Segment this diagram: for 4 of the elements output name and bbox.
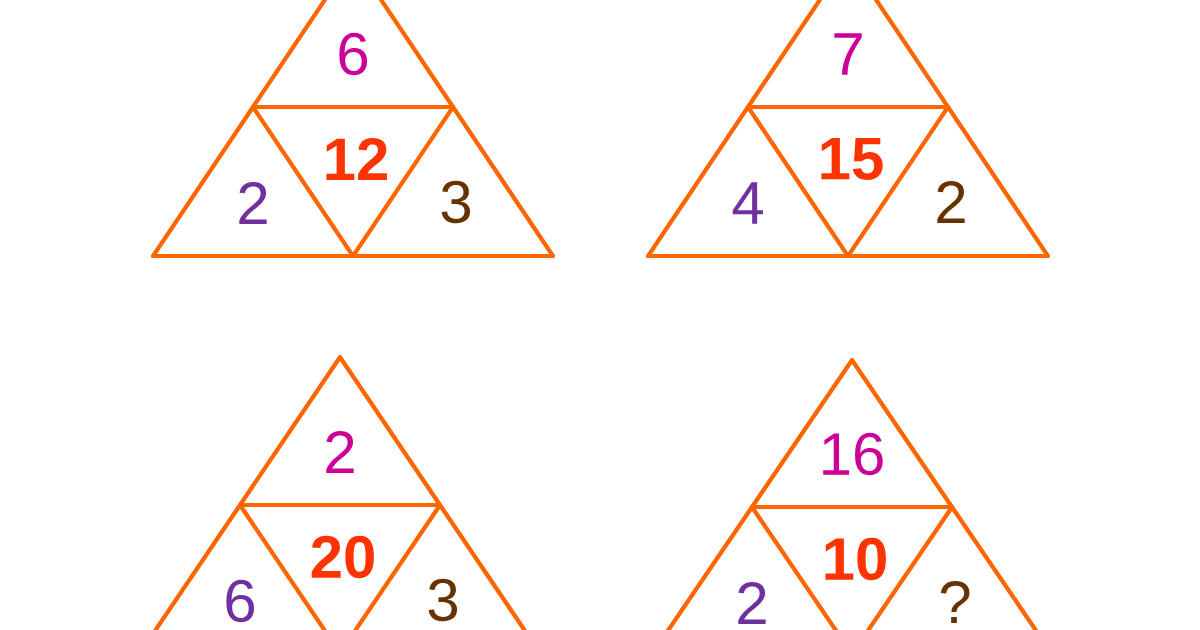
triangle-cell: 6 (251, 0, 455, 109)
triangle-cell: 2 (238, 355, 442, 507)
triangle-cell: 7 (746, 0, 950, 109)
triangle-cell: 16 (750, 358, 954, 509)
